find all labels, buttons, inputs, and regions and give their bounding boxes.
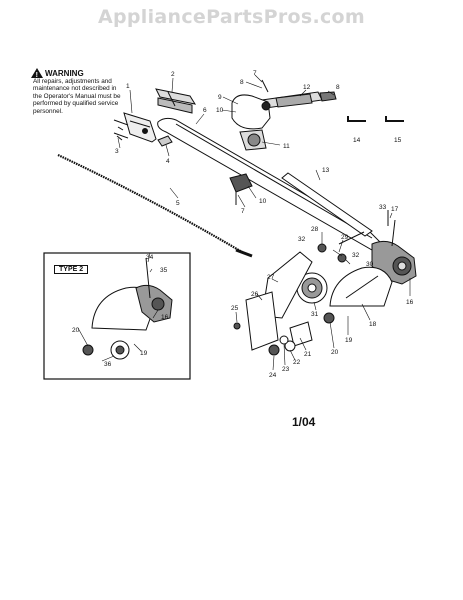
callout-14: 14 <box>353 137 361 144</box>
part-21-blade <box>289 321 313 347</box>
inset-type-label: TYPE 2 <box>54 265 89 274</box>
callout-9: 9 <box>218 94 222 101</box>
callout-25: 25 <box>231 305 239 312</box>
callout-7-upper: 7 <box>253 70 257 77</box>
callout-labels: 1 2 3 4 5 6 7 7 8 8 9 10 10 11 12 13 14 … <box>72 70 414 379</box>
part-1-bracket <box>113 112 157 143</box>
site-watermark: AppliancePartsPros.com <box>97 6 365 28</box>
callout-4: 4 <box>166 158 170 165</box>
part-15-hex-key <box>385 116 404 122</box>
callout-19: 19 <box>345 337 353 344</box>
part-5-drive-cable <box>57 154 253 258</box>
callout-31: 31 <box>311 311 319 318</box>
callout-3: 3 <box>115 148 119 155</box>
callout-32-right: 32 <box>352 252 360 259</box>
callout-35: 35 <box>160 267 168 274</box>
svg-text:!: ! <box>36 72 38 79</box>
callout-6: 6 <box>203 107 207 114</box>
callout-17: 17 <box>391 206 399 213</box>
callout-34: 34 <box>146 254 154 261</box>
part-6-upper-shaft <box>157 117 381 251</box>
callout-10-upper: 10 <box>216 107 224 114</box>
callout-28: 28 <box>311 226 319 233</box>
callout-1: 1 <box>126 83 130 90</box>
callout-22: 22 <box>293 359 301 366</box>
callout-21: 21 <box>304 351 312 358</box>
callout-20: 20 <box>331 349 339 356</box>
callout-23: 23 <box>282 366 290 373</box>
part-12-handle-bar <box>261 91 337 109</box>
part-2-throttle-handle <box>155 88 197 114</box>
part-10-clamp <box>229 173 253 205</box>
callout-2: 2 <box>171 71 175 78</box>
callout-27: 27 <box>267 274 275 281</box>
part-3-screws <box>116 126 124 141</box>
warning-triangle-icon: ! <box>31 68 43 79</box>
leader-lines <box>77 74 411 371</box>
callout-26: 26 <box>251 291 259 298</box>
callout-24: 24 <box>269 372 277 379</box>
callout-8-left: 8 <box>240 79 244 86</box>
callout-15: 15 <box>394 137 402 144</box>
callout-13: 13 <box>322 167 330 174</box>
callout-16-inset: 16 <box>161 314 169 321</box>
callout-12: 12 <box>303 84 311 91</box>
part-31-wheel <box>296 272 328 304</box>
warning-title: WARNING <box>45 69 84 78</box>
part-26-plate <box>245 291 279 351</box>
date-code: 1/04 <box>292 415 316 429</box>
callout-16: 16 <box>406 299 414 306</box>
callout-7-lower: 7 <box>241 208 245 215</box>
callout-8-right: 8 <box>336 84 340 91</box>
part-18-blade-guard <box>329 266 393 307</box>
callout-11: 11 <box>283 143 290 150</box>
part-4-clip <box>157 135 173 147</box>
callout-10-lower: 10 <box>259 198 267 205</box>
callout-29: 29 <box>341 234 349 241</box>
callout-32-left: 32 <box>298 236 306 243</box>
callout-18: 18 <box>369 321 377 328</box>
callout-30: 30 <box>366 261 374 268</box>
callout-33: 33 <box>379 204 387 211</box>
warning-text: All repairs, adjustments and maintenance… <box>33 78 121 115</box>
callout-36: 36 <box>104 361 112 368</box>
callout-5: 5 <box>176 200 180 207</box>
part-14-hex-key <box>347 116 366 122</box>
part-13-strap <box>281 172 373 237</box>
callout-19-inset: 19 <box>140 350 148 357</box>
callout-20-inset: 20 <box>72 327 80 334</box>
inset-type-2-box <box>43 252 191 380</box>
part-11-loop-handle <box>231 79 271 151</box>
